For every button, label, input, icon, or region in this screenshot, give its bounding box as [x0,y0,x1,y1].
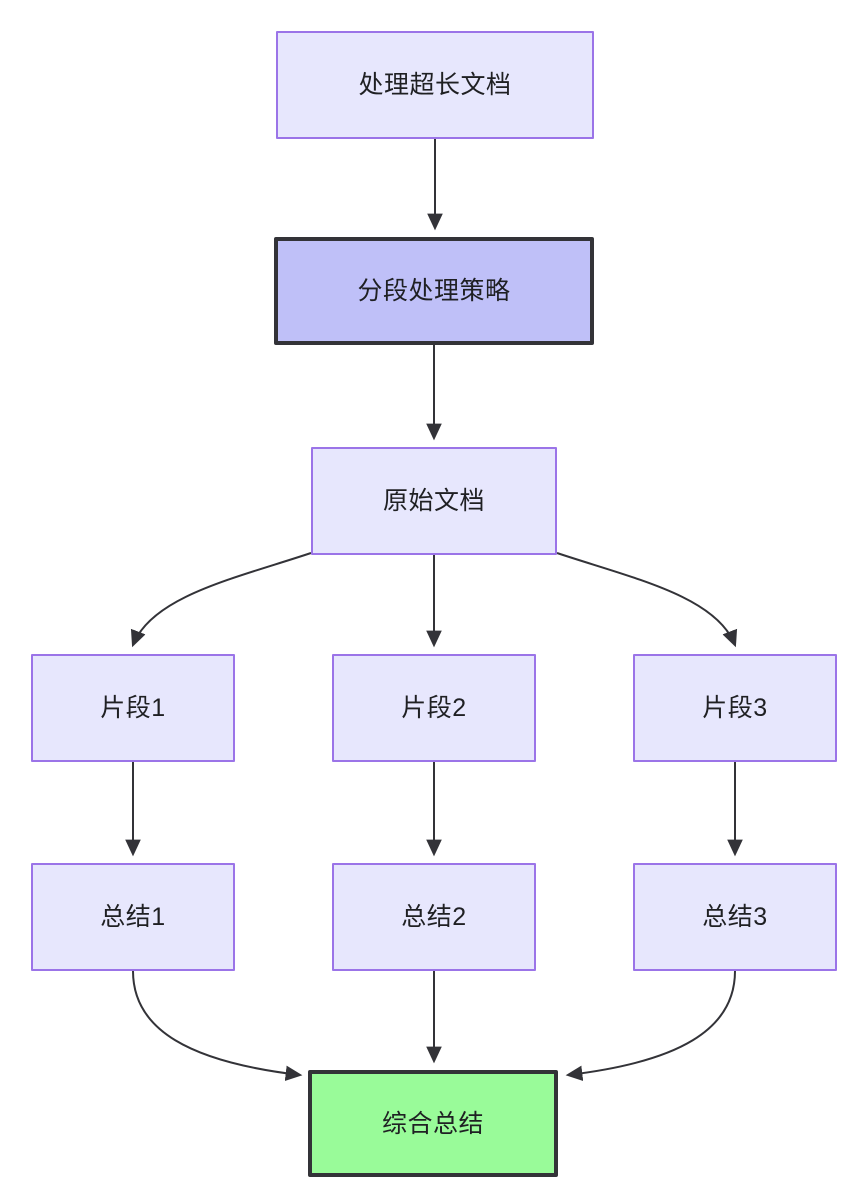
node-fragment-3-label: 片段3 [702,694,768,722]
node-fragment-2-label: 片段2 [401,694,467,722]
edge-summary-3-to-final [565,970,736,1082]
node-chunking-strategy-label: 分段处理策略 [357,277,511,305]
edge-summary-1-to-final [132,970,303,1082]
node-fragment-1[interactable]: 片段1 [31,654,235,762]
node-fragment-2[interactable]: 片段2 [332,654,536,762]
node-source-document-label: 原始文档 [382,487,485,515]
node-summary-1[interactable]: 总结1 [31,863,235,971]
node-summary-3-label: 总结3 [702,903,768,931]
node-long-document-label: 处理超长文档 [358,71,512,99]
node-fragment-1-label: 片段1 [100,694,166,722]
node-summary-2-label: 总结2 [401,903,467,931]
node-summary-1-label: 总结1 [100,903,166,931]
node-source-document[interactable]: 原始文档 [311,447,557,555]
edge-source-to-fragment-1 [130,552,312,648]
node-summary-3[interactable]: 总结3 [633,863,837,971]
node-fragment-3[interactable]: 片段3 [633,654,837,762]
node-chunking-strategy[interactable]: 分段处理策略 [274,237,594,345]
node-summary-2[interactable]: 总结2 [332,863,536,971]
node-final-summary-label: 综合总结 [381,1109,484,1138]
edge-source-to-fragment-3 [556,552,738,648]
node-long-document[interactable]: 处理超长文档 [276,31,594,139]
node-final-summary[interactable]: 综合总结 [308,1070,558,1177]
